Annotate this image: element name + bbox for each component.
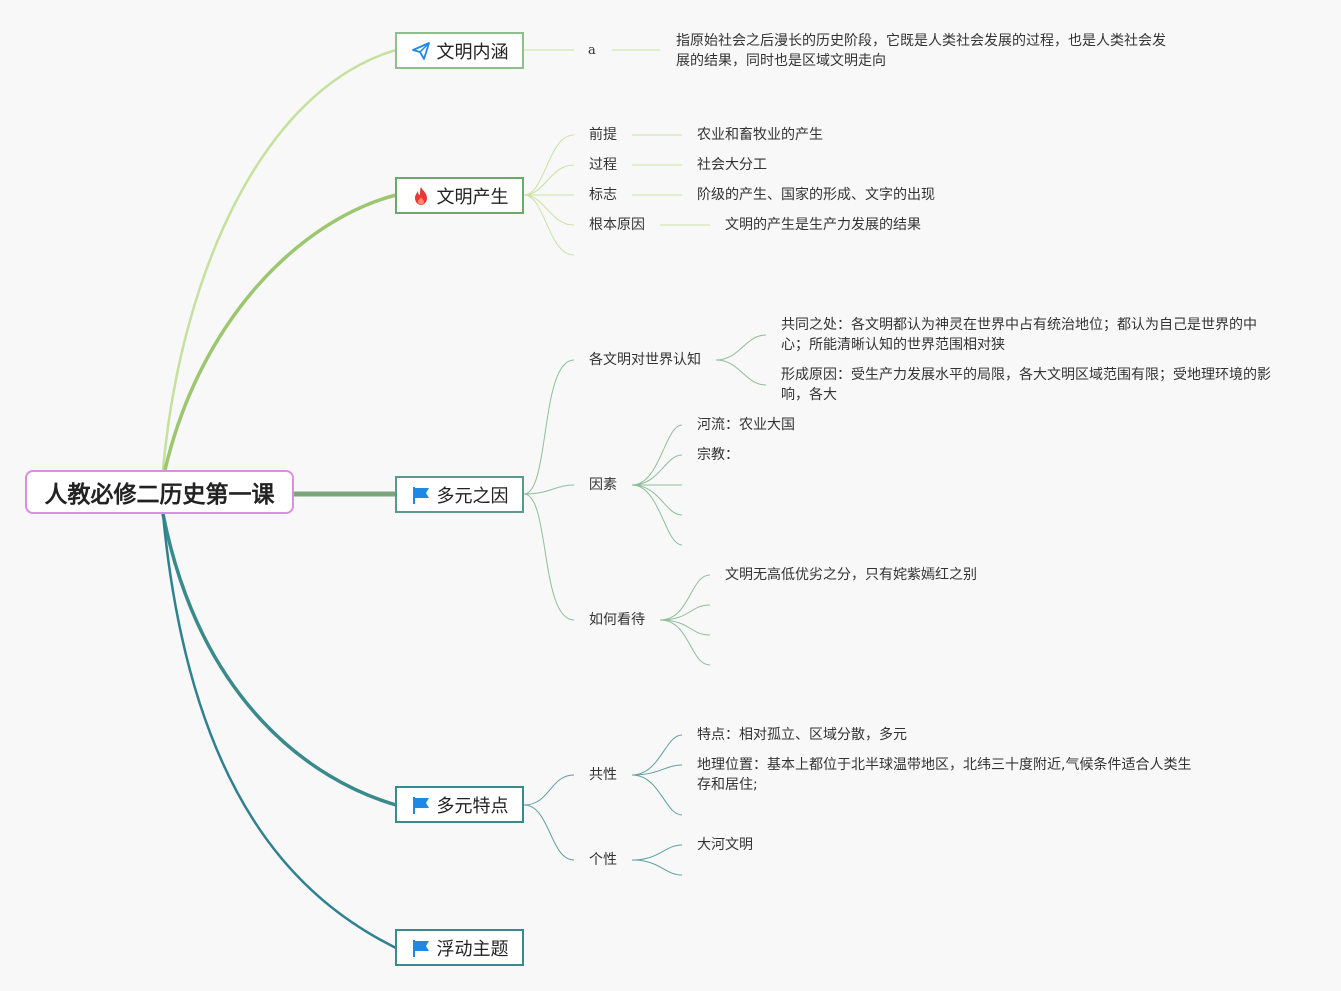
topic-label: 多元特点 [436, 795, 509, 817]
renzhi-label[interactable]: 各文明对世界认知 [589, 352, 701, 368]
gongxing-item-tedian[interactable]: 特点：相对孤立、区域分散，多元 [697, 727, 907, 743]
topic-label: 文明内涵 [436, 41, 509, 63]
chansheng-value-guocheng[interactable]: 社会大分工 [697, 157, 767, 173]
chansheng-label-qianti[interactable]: 前提 [589, 127, 617, 143]
chansheng-value-genben[interactable]: 文明的产生是生产力发展的结果 [725, 217, 921, 233]
gexing-item-0[interactable]: 大河文明 [697, 837, 753, 853]
root-title: 人教必修二历史第一课 [44, 482, 275, 508]
neihan-text[interactable]: 指原始社会之后漫长的历史阶段，它既是人类社会发展的过程，也是人类社会发展的结果，… [676, 33, 1166, 69]
flag-icon [411, 795, 431, 815]
topic-wenming-neihan[interactable]: 文明内涵 [395, 32, 524, 69]
fire-icon [411, 186, 431, 206]
yinsu-item-religion[interactable]: 宗教： [697, 447, 739, 463]
flag-icon [411, 938, 431, 958]
topic-wenming-chansheng[interactable]: 文明产生 [395, 177, 524, 214]
chansheng-label-biaozhi[interactable]: 标志 [589, 187, 617, 203]
paper-plane-icon [411, 41, 431, 61]
chansheng-value-qianti[interactable]: 农业和畜牧业的产生 [697, 127, 823, 143]
topic-label: 文明产生 [436, 186, 509, 208]
yinsu-item-river[interactable]: 河流：农业大国 [697, 417, 795, 433]
chansheng-label-genben[interactable]: 根本原因 [589, 217, 645, 233]
root-topic[interactable]: 人教必修二历史第一课 [25, 470, 294, 514]
chansheng-label-guocheng[interactable]: 过程 [589, 157, 617, 173]
chansheng-value-biaozhi[interactable]: 阶级的产生、国家的形成、文字的出现 [697, 187, 935, 203]
gexing-label[interactable]: 个性 [589, 852, 617, 868]
topic-duoyuan-tedian[interactable]: 多元特点 [395, 786, 524, 823]
neihan-key[interactable]: a [588, 43, 596, 58]
gongxing-label[interactable]: 共性 [589, 767, 617, 783]
gongxing-item-dili[interactable]: 地理位置：基本上都位于北半球温带地区，北纬三十度附近,气候条件适合人类生存和居住… [697, 757, 1192, 793]
flag-icon [411, 485, 431, 505]
kandai-label[interactable]: 如何看待 [589, 612, 645, 628]
topic-label: 浮动主题 [436, 938, 509, 960]
kandai-item-0[interactable]: 文明无高低优劣之分，只有姹紫嫣红之别 [725, 567, 977, 583]
renzhi-item-common[interactable]: 共同之处：各文明都认为神灵在世界中占有统治地位；都认为自己是世界的中心；所能清晰… [781, 317, 1257, 353]
renzhi-item-reason[interactable]: 形成原因：受生产力发展水平的局限，各大文明区域范围有限；受地理环境的影响，各大 [781, 367, 1271, 403]
yinsu-label[interactable]: 因素 [589, 477, 617, 493]
topic-label: 多元之因 [436, 485, 509, 507]
topic-fudong[interactable]: 浮动主题 [395, 929, 524, 966]
topic-duoyuan-zhiyin[interactable]: 多元之因 [395, 476, 524, 513]
